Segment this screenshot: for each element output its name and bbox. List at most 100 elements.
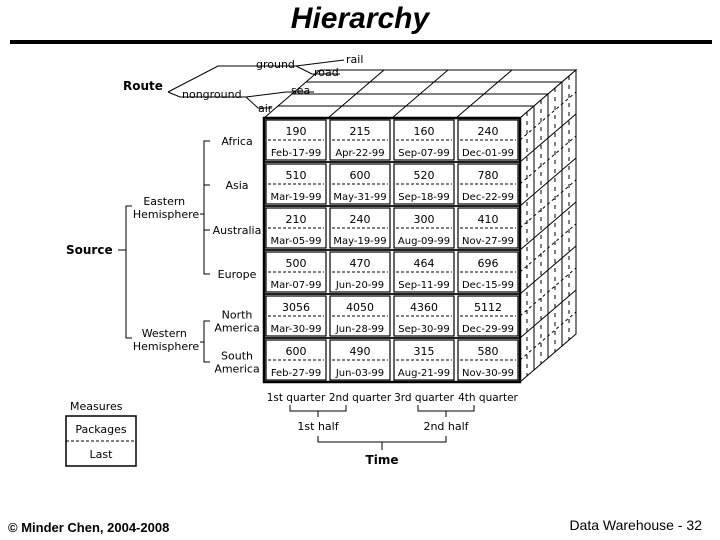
cube-cell-packages: 315 (414, 345, 435, 358)
cube-cell-last: Nov-27-99 (462, 236, 514, 247)
time-label: Time (366, 453, 399, 467)
cube-cell-last: Nov-30-99 (462, 368, 514, 379)
cube-cell-last: Mar-30-99 (271, 324, 322, 335)
cube-cell-packages: 600 (286, 345, 307, 358)
cube-cell-packages: 464 (414, 257, 435, 270)
cube-cell-packages: 215 (350, 125, 371, 138)
cube-cell (329, 251, 391, 293)
cube-cell-packages: 300 (414, 213, 435, 226)
cube-cell-last: Sep-11-99 (398, 280, 450, 291)
western-hemisphere-label: Western Hemisphere (133, 327, 200, 353)
cube-cell-packages: 240 (478, 125, 499, 138)
cube-cell-last: Aug-21-99 (398, 368, 450, 379)
cube-right-gridline (519, 157, 577, 207)
cube-right-dashline (519, 179, 577, 229)
cube-cell (265, 295, 327, 337)
cube-cell (457, 295, 519, 337)
cube-cell (393, 119, 455, 161)
measures-box (65, 415, 137, 467)
cube-right-dashline (519, 267, 577, 317)
cube-cell (457, 119, 519, 161)
cube-cell-packages: 490 (350, 345, 371, 358)
cube-right-dashline (519, 311, 577, 361)
cube-cell-last: Dec-15-99 (462, 280, 514, 291)
source-hierarchy (118, 140, 210, 363)
cube-cell-last: Mar-05-99 (271, 236, 322, 247)
route-air: air (258, 102, 273, 115)
cube-top-gridline (455, 69, 513, 119)
cube-cell-packages: 500 (286, 257, 307, 270)
time-half-2: 2nd half (423, 420, 469, 433)
cube-cell-packages: 3056 (282, 301, 310, 314)
cube-cell-last: Feb-27-99 (271, 368, 321, 379)
cube-cell-last: Jun-20-99 (335, 280, 384, 291)
source-region-africa: Africa (221, 135, 252, 148)
cube-cell (265, 251, 327, 293)
cube-cell-last: Feb-17-99 (271, 148, 321, 159)
measures-last: Last (90, 448, 114, 461)
cube-cell-last: Sep-30-99 (398, 324, 450, 335)
eastern-hemisphere-label: Eastern Hemisphere (133, 195, 200, 221)
cube-cell-packages: 160 (414, 125, 435, 138)
source-region-asia: Asia (225, 179, 248, 192)
cube-cell (329, 119, 391, 161)
source-region-europe: Europe (218, 268, 257, 281)
cube-right-gridline (519, 201, 577, 251)
cube-cell-packages: 510 (286, 169, 307, 182)
cube-cell (265, 339, 327, 381)
cube-cell-last: Dec-01-99 (462, 148, 514, 159)
cube-cell-packages: 4360 (410, 301, 438, 314)
cube-cell-last: Aug-09-99 (398, 236, 450, 247)
cube-cell-packages: 240 (350, 213, 371, 226)
cube-cell-last: Jun-03-99 (335, 368, 384, 379)
cube-right-dashline (519, 223, 577, 273)
cube-cell (393, 339, 455, 381)
cube-cell-packages: 190 (286, 125, 307, 138)
cube-cell (457, 339, 519, 381)
cube-front-face: 190Feb-17-99215Apr-22-99160Sep-07-99240D… (262, 116, 522, 384)
cube-cell (457, 163, 519, 205)
cube-cell-packages: 580 (478, 345, 499, 358)
time-quarter-2: 2nd quarter (329, 392, 392, 404)
cube-cell-packages: 210 (286, 213, 307, 226)
cube-cell (393, 163, 455, 205)
cube-top-gridline (327, 69, 385, 119)
time-quarter-4: 4th quarter (458, 392, 518, 404)
cube-right-gridline (519, 289, 577, 339)
cube-right-dashline (519, 91, 577, 141)
cube-cell-packages: 696 (478, 257, 499, 270)
cube-cell (393, 295, 455, 337)
title-rule (10, 40, 712, 44)
cube-cell-last: Dec-22-99 (462, 192, 514, 203)
cube-cell (329, 207, 391, 249)
cube-cell (265, 119, 327, 161)
cube-cell (329, 339, 391, 381)
cube-cell (329, 163, 391, 205)
cube-cell-last: Sep-18-99 (398, 192, 450, 203)
route-rail: rail (346, 53, 363, 66)
cube-right-dashline (519, 135, 577, 185)
source-label: Source (66, 243, 113, 257)
cube-cell (457, 207, 519, 249)
cube-cell-last: Mar-07-99 (271, 280, 322, 291)
cube-cell-packages: 520 (414, 169, 435, 182)
source-region-australia: Australia (213, 224, 262, 237)
page-title: Hierarchy (290, 2, 430, 35)
time-quarter-3: 3rd quarter (394, 392, 454, 404)
cube-cell-last: Apr-22-99 (335, 148, 384, 159)
cube-right-gridline (519, 113, 577, 163)
cube-cell-packages: 5112 (474, 301, 502, 314)
route-hierarchy (167, 59, 345, 109)
cube-cell (265, 163, 327, 205)
route-ground: ground (256, 58, 295, 71)
time-half-1: 1st half (297, 420, 339, 433)
cube-cell-packages: 600 (350, 169, 371, 182)
measures-label: Measures (70, 400, 123, 413)
cube-cell-packages: 410 (478, 213, 499, 226)
cube-cell (393, 251, 455, 293)
